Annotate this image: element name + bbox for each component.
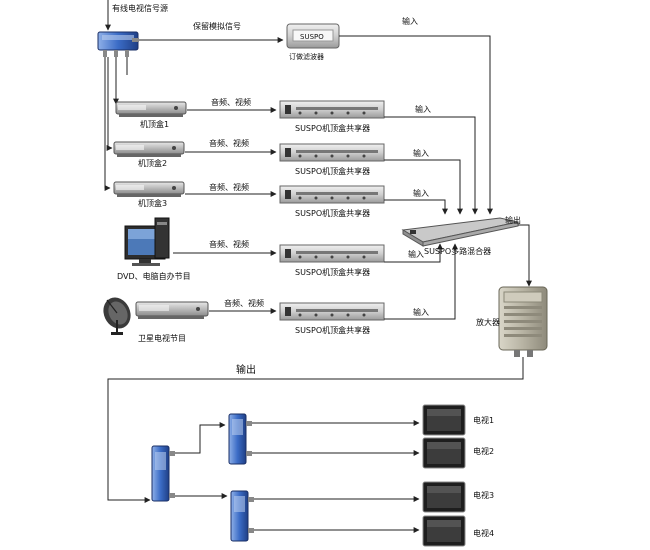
- trap-input-label: 保留模拟信号: [193, 21, 241, 31]
- sharer-3: [279, 185, 385, 204]
- combiner-label: SUSPO多路混合器: [424, 246, 491, 256]
- trap-output-label: 输入: [402, 16, 418, 26]
- combiner-output-label: 输出: [505, 215, 521, 225]
- combiner: [401, 217, 519, 247]
- satellite-receiver: [135, 301, 209, 319]
- trap-face-text: SUSPO: [300, 33, 324, 41]
- tv-3-label: 电视3: [473, 490, 494, 500]
- input-label-3: 输入: [413, 188, 429, 198]
- trap-label: 订做滤波器: [289, 52, 324, 61]
- splitter-lower: [230, 490, 254, 542]
- sharer-3-label: SUSPO机顶盒共享器: [295, 208, 370, 218]
- satellite-source-label: 卫星电视节目: [138, 333, 186, 343]
- input-label-4: 输入: [408, 249, 424, 259]
- sharer-2-label: SUSPO机顶盒共享器: [295, 166, 370, 176]
- sharer-5: [279, 302, 385, 321]
- tv-2: [422, 437, 466, 469]
- stb-2: [113, 141, 185, 157]
- splitter-upper: [228, 413, 252, 465]
- stb-2-label: 机顶盒2: [138, 158, 167, 168]
- amplifier: [498, 286, 548, 357]
- sharer-1-label: SUSPO机顶盒共享器: [295, 123, 370, 133]
- sharer-5-label: SUSPO机顶盒共享器: [295, 325, 370, 335]
- sharer-4-label: SUSPO机顶盒共享器: [295, 267, 370, 277]
- tv-4-label: 电视4: [473, 528, 494, 538]
- stb-3-label: 机顶盒3: [138, 198, 167, 208]
- source-splitter: [97, 31, 139, 57]
- av-label-2: 音频、视频: [209, 138, 249, 148]
- input-label-5: 输入: [413, 307, 429, 317]
- av-label-1: 音频、视频: [211, 97, 251, 107]
- stb-1-label: 机顶盒1: [140, 119, 169, 129]
- tv-3: [422, 481, 466, 513]
- av-label-5: 音频、视频: [224, 298, 264, 308]
- tv-1-label: 电视1: [473, 415, 494, 425]
- stb-3: [113, 181, 185, 197]
- av-label-4: 音频、视频: [209, 239, 249, 249]
- computer-icon: [124, 217, 170, 266]
- sharer-4: [279, 244, 385, 263]
- stb-1: [115, 101, 187, 117]
- dvd-source-label: DVD、电脑自办节目: [117, 271, 191, 281]
- sharer-1: [279, 100, 385, 119]
- input-label-1: 输入: [415, 104, 431, 114]
- input-label-2: 输入: [413, 148, 429, 158]
- sharer-2: [279, 143, 385, 162]
- av-label-3: 音频、视频: [209, 182, 249, 192]
- amplifier-output-label: 输出: [236, 363, 256, 376]
- amplifier-label: 放大器: [476, 317, 500, 327]
- satellite-dish-icon: [103, 297, 131, 335]
- source-label: 有线电视信号源: [112, 3, 168, 13]
- tv-4: [422, 515, 466, 547]
- tv-2-label: 电视2: [473, 446, 494, 456]
- trap-filter: SUSPO: [286, 23, 340, 49]
- main-splitter: [151, 445, 175, 502]
- tv-1: [422, 404, 466, 436]
